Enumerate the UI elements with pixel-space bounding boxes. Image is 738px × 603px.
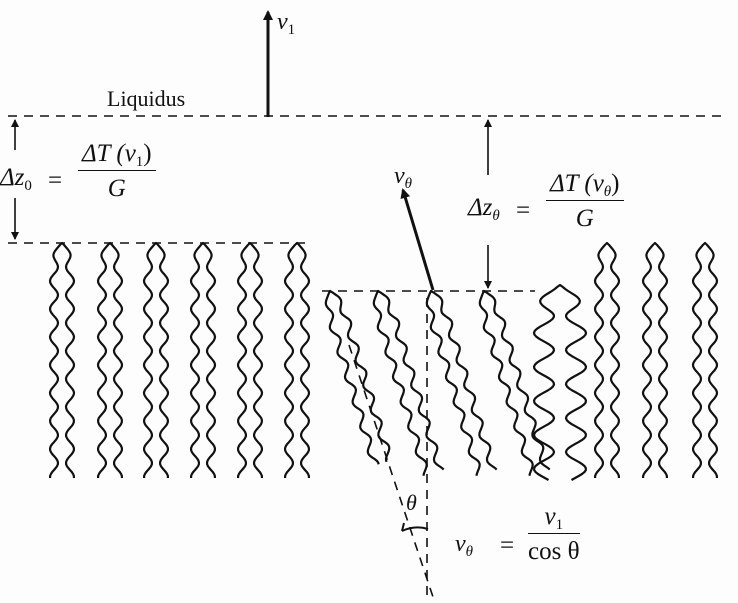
theta-tick-left <box>401 522 405 532</box>
upright-dendrite-5 <box>236 241 264 478</box>
dz0-symbol: Δz <box>0 164 25 191</box>
right-dendrite-1 <box>593 241 621 478</box>
tilted-dendrite-4 <box>478 289 551 477</box>
relation-num-subscript: 1 <box>555 517 564 533</box>
dz0-num-subscript: 1 <box>135 154 144 170</box>
v1-symbol: v <box>277 9 288 35</box>
vtheta-subscript: θ <box>404 176 413 192</box>
relation-denominator: cos θ <box>528 538 580 565</box>
right-dendrite-2 <box>641 241 669 478</box>
dz0-num-main: ΔT (v <box>82 140 136 167</box>
wide-dendrite-group <box>532 283 588 481</box>
tilted-dendrite-2 <box>372 289 445 477</box>
relation-lhs: vθ <box>455 531 473 560</box>
upright-dendrite-group <box>48 241 311 478</box>
dzt-numerator: ΔT (vθ) <box>546 170 624 200</box>
wide-side-branched-dendrite <box>532 283 588 481</box>
relation-lhs-symbol: v <box>455 531 466 557</box>
right-dendrite-3 <box>691 241 719 478</box>
tilted-dendrite-1 <box>324 289 391 465</box>
tilted-dendrite-group <box>324 289 551 477</box>
tilted-dendrite-3 <box>425 289 498 477</box>
upright-dendrite-1 <box>48 241 76 478</box>
v1-label: v1 <box>277 9 295 38</box>
right-dendrite-group <box>593 241 719 478</box>
relation-lhs-subscript: θ <box>465 544 474 560</box>
dzt-num-subscript: θ <box>603 184 612 200</box>
upright-dendrite-3 <box>142 241 170 478</box>
dz0-denominator: G <box>107 175 126 202</box>
upright-dendrite-2 <box>96 241 124 478</box>
relation-equals: = <box>500 532 515 559</box>
theta-angle-arc <box>401 526 429 532</box>
relation-num-symbol: v <box>544 503 556 530</box>
dz0-lhs: Δz0 <box>0 164 32 194</box>
relation-fraction: v1 cos θ <box>528 503 580 566</box>
dzt-fraction-bar <box>546 200 624 201</box>
dz0-fraction-bar <box>78 170 156 171</box>
dzt-symbol: Δz <box>468 194 493 221</box>
dz0-subscript: 0 <box>24 178 32 194</box>
tilted-growth-axis <box>348 344 435 601</box>
relation-numerator: v1 <box>540 503 567 533</box>
dz0-numerator: ΔT (v1) <box>78 140 156 170</box>
dzt-num-main: ΔT (v <box>550 170 604 197</box>
dz0-equals: = <box>48 167 63 194</box>
v1-subscript: 1 <box>287 22 296 38</box>
dz0-fraction: ΔT (v1) G <box>78 140 156 203</box>
theta-angle-label: θ <box>406 490 417 515</box>
relation-fraction-bar <box>528 533 580 534</box>
vtheta-label: vθ <box>394 163 412 192</box>
dzt-denominator: G <box>575 205 594 232</box>
dzt-num-close: ) <box>611 170 620 197</box>
dz0-num-close: ) <box>143 140 152 167</box>
dzt-lhs: Δzθ <box>468 194 500 224</box>
upright-dendrite-6 <box>283 241 311 478</box>
vtheta-arrow <box>400 188 435 291</box>
dzt-equals: = <box>516 197 531 224</box>
upright-dendrite-4 <box>189 241 217 478</box>
dzt-subscript: θ <box>492 208 500 224</box>
dzt-fraction: ΔT (vθ) G <box>546 170 624 233</box>
liquidus-label: Liquidus <box>107 86 186 111</box>
vtheta-symbol: v <box>394 163 405 189</box>
